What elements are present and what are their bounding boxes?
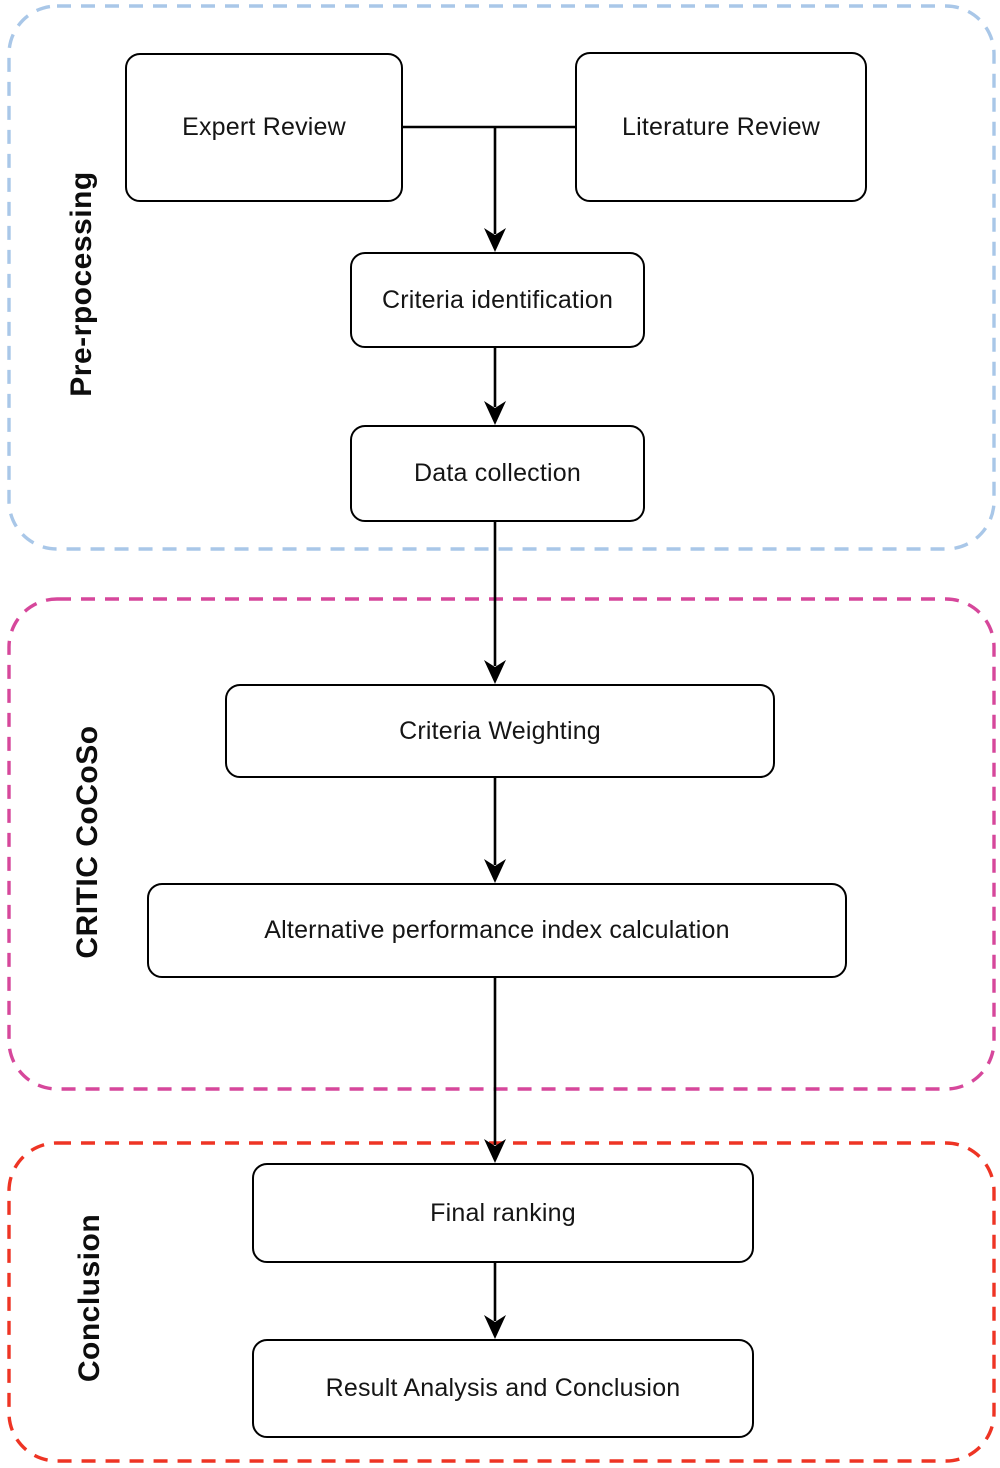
node-label: Expert Review xyxy=(182,113,346,141)
node-label: Literature Review xyxy=(622,112,820,141)
node-final-ranking: Final ranking xyxy=(252,1163,754,1263)
node-literature-review: Literature Review xyxy=(575,52,867,202)
node-label: Result Analysis and Conclusion xyxy=(325,1374,681,1402)
node-data-collection: Data collection xyxy=(350,425,645,522)
arrow-down-icon xyxy=(484,859,506,883)
node-label: Data collection xyxy=(414,459,581,487)
node-criteria-weighting: Criteria Weighting xyxy=(225,684,775,778)
arrow-down-icon xyxy=(484,1139,506,1163)
section-label-preprocessing: Pre-rpocessing xyxy=(65,171,98,397)
node-alternative-performance-index: Alternative performance index calculatio… xyxy=(147,883,847,978)
arrow-down-icon xyxy=(484,660,506,684)
arrowhead-icons xyxy=(484,228,506,1339)
node-label: Criteria Weighting xyxy=(399,716,601,745)
section-box-preprocessing xyxy=(7,4,996,551)
section-box-critic-cocoso xyxy=(7,597,996,1091)
arrow-down-icon xyxy=(484,401,506,425)
node-label: Final ranking xyxy=(430,1198,576,1227)
node-label: Alternative performance index calculatio… xyxy=(264,916,730,944)
arrow-down-icon xyxy=(484,228,506,252)
node-label: Criteria identification xyxy=(381,285,614,314)
node-expert-review: Expert Review xyxy=(125,53,403,202)
section-label-conclusion: Conclusion xyxy=(73,1213,106,1383)
node-result-analysis-conclusion: Result Analysis and Conclusion xyxy=(252,1339,754,1438)
section-label-critic-cocoso: CRITIC CoCoSo xyxy=(71,725,104,959)
edge-lines xyxy=(403,125,576,1321)
node-criteria-identification: Criteria identification xyxy=(350,252,645,348)
arrow-down-icon xyxy=(484,1315,506,1339)
